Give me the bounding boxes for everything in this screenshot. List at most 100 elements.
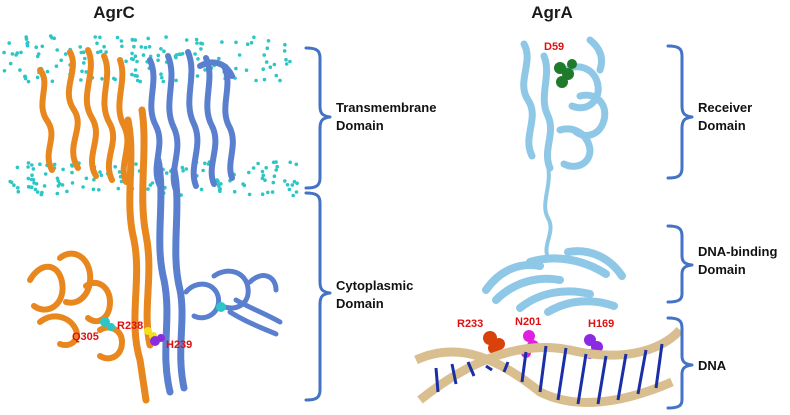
membrane-bead [33,187,38,192]
membrane-bead [261,67,266,71]
membrane-bead [34,182,39,186]
membrane-bead [177,52,182,56]
membrane-bead [113,165,117,169]
membrane-bead [99,173,104,177]
membrane-bead [96,50,100,55]
domain-label-transmembrane-line2: Domain [336,118,384,133]
membrane-bead [117,170,122,174]
membrane-bead [23,74,27,79]
membrane-bead [194,37,199,42]
membrane-bead [97,188,101,192]
membrane-bead [249,40,254,45]
membrane-bead [141,53,146,57]
agrc-blue-tm-bundle [147,49,236,193]
membrane-bead [159,47,163,51]
membrane-bead [156,58,160,63]
residue-label-n201: N201 [515,316,541,328]
membrane-bead [132,44,136,49]
membrane-bead [148,183,153,187]
membrane-bead [234,66,238,71]
membrane-bead [260,176,265,181]
membrane-bead [48,34,53,38]
membrane-bead [135,59,139,64]
membrane-bead [52,162,57,167]
membrane-bead [133,73,137,78]
membrane-bead [261,173,266,178]
agrc-title: AgrC [93,3,135,22]
residue-label-h169: H169 [588,318,614,330]
membrane-bead [8,179,12,184]
membrane-bead [156,53,161,58]
membrane-bead [65,189,69,194]
membrane-bead [139,45,144,49]
membrane-bead [254,78,258,83]
membrane-bead [26,79,31,84]
membrane-bead [79,78,83,82]
membrane-bead [260,169,265,174]
membrane-bead [7,41,11,45]
membrane-bead [203,68,207,72]
dna-double-helix [414,326,684,407]
membrane-bead [147,45,152,49]
membrane-bead [265,46,270,50]
membrane-bead [56,184,61,188]
membrane-bead [119,39,124,43]
membrane-bead [133,54,138,58]
membrane-bead [195,74,200,78]
membrane-bead [133,38,138,42]
membrane-bead [59,58,63,63]
membrane-bead [84,70,88,74]
membrane-bead [29,177,34,182]
membrane-bead [115,35,120,40]
membrane-bead [98,35,102,40]
membrane-bead [100,77,104,81]
agra-linker [543,165,553,259]
membrane-bead [15,165,20,170]
membrane-bead [252,35,256,40]
membrane-bead [290,183,295,187]
dna-binding-brace [666,224,694,304]
membrane-bead [199,47,203,51]
membrane-bead [16,189,21,194]
membrane-bead [81,50,86,54]
membrane-bead [24,37,29,41]
membrane-bead [174,78,178,83]
membrane-bead [272,62,277,67]
membrane-bead [164,35,168,39]
membrane-bead [31,167,36,171]
residue-label-r233: R233 [457,318,483,330]
membrane-bead [184,38,189,42]
membrane-bead [146,187,150,191]
membrane-bead [283,179,287,183]
membrane-bead [287,187,292,192]
domain-label-receiver-line1: Receiver [698,100,752,115]
membrane-bead [143,45,148,50]
residue-label-q305: Q305 [72,331,99,343]
membrane-bead [218,187,222,191]
agrc-blue-cytoplasmic-domain [183,268,283,337]
membrane-bead [266,39,271,43]
membrane-bead [12,183,16,187]
membrane-bead [244,68,249,72]
membrane-bead [266,190,270,195]
membrane-bead [245,42,250,46]
membrane-bead [217,56,221,61]
membrane-bead [291,193,296,198]
membrane-bead [92,177,96,182]
membrane-bead [184,167,189,171]
membrane-bead [294,162,299,167]
membrane-bead [161,79,166,84]
membrane-bead [50,79,55,84]
membrane-bead [70,181,75,185]
membrane-bead [80,69,84,74]
agra-dna-binding-domain [482,247,626,316]
membrane-bead [275,164,280,169]
membrane-bead [180,165,185,170]
membrane-bead [260,192,265,196]
membrane-bead [39,192,44,197]
membrane-bead [283,42,287,47]
membrane-bead [2,50,6,55]
membrane-bead [98,170,102,174]
membrane-bead [195,41,199,45]
agra-title: AgrA [531,3,573,22]
